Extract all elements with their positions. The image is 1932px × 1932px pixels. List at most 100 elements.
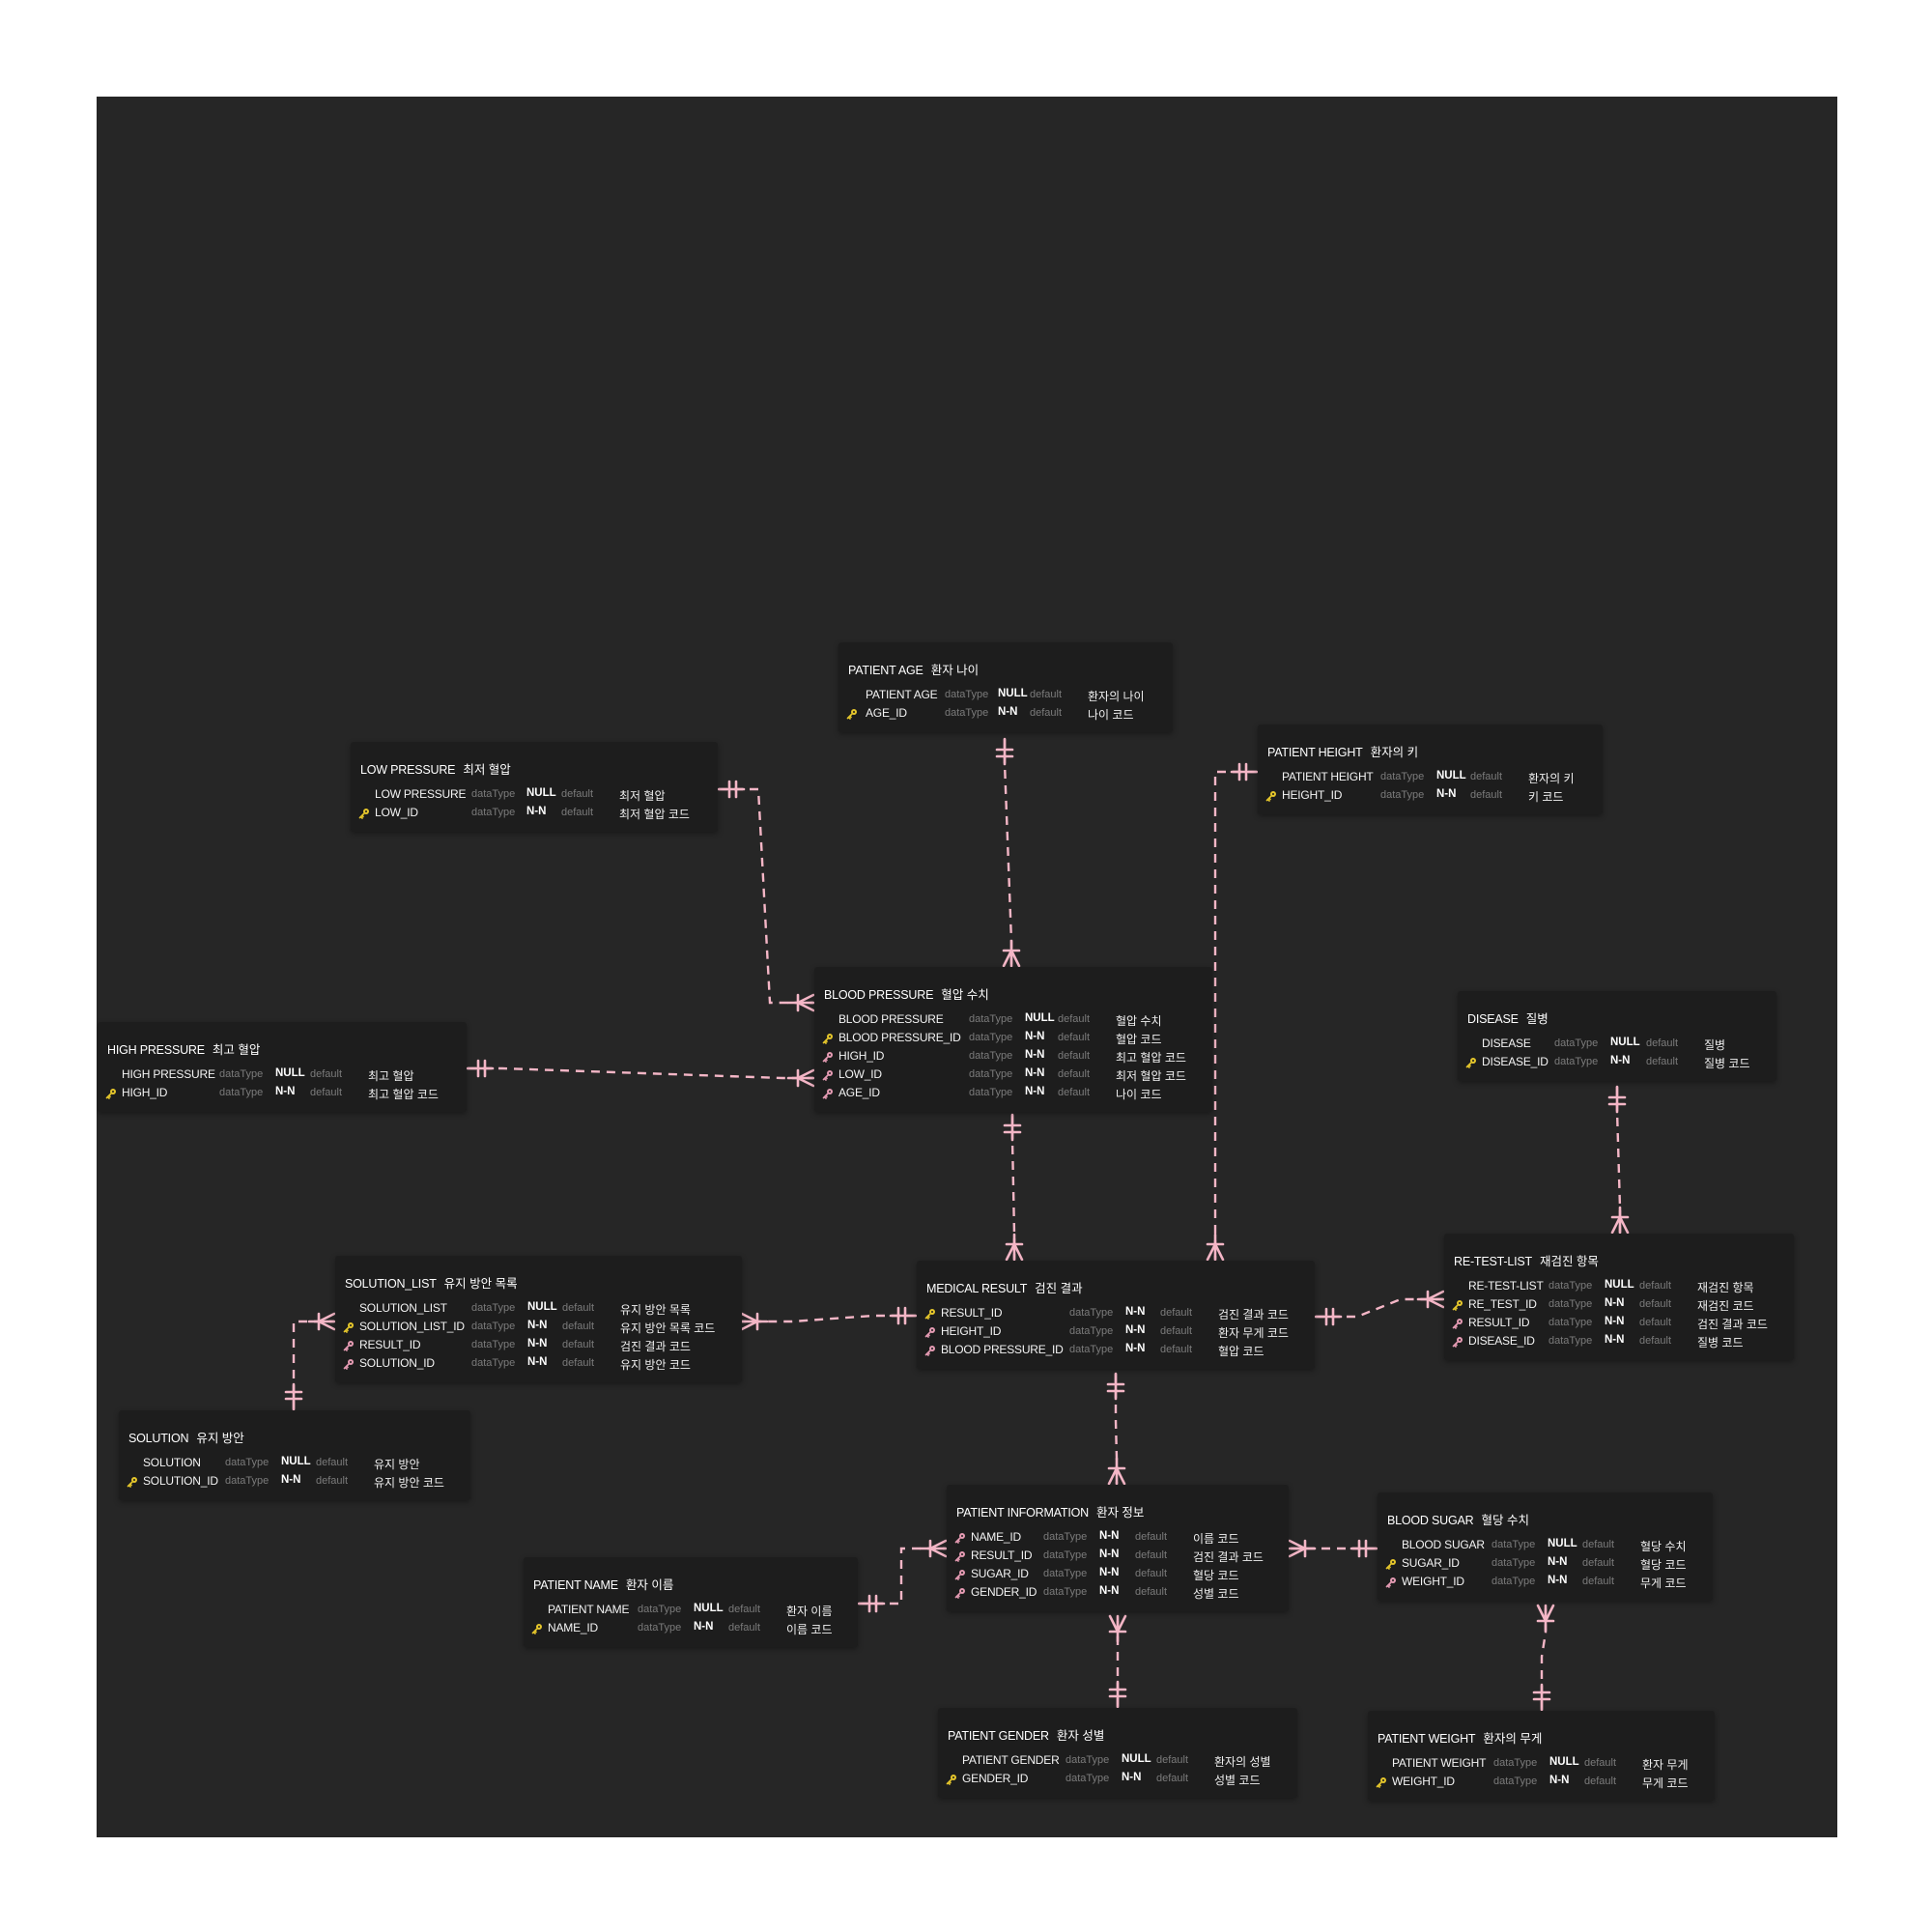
column-default[interactable]: default xyxy=(1030,689,1063,700)
column-comment[interactable]: 최저 혈압 xyxy=(619,789,666,803)
column-nullable[interactable]: N-N xyxy=(1605,1316,1625,1327)
column-default[interactable]: default xyxy=(561,788,594,800)
table-header[interactable]: PATIENT GENDER 환자 성별 xyxy=(938,1708,1297,1751)
column-name[interactable]: PATIENT AGE xyxy=(866,688,938,701)
table-name[interactable]: RE-TEST-LIST xyxy=(1454,1255,1532,1268)
table-name[interactable]: PATIENT GENDER xyxy=(948,1729,1049,1743)
column-name[interactable]: BLOOD PRESSURE_ID xyxy=(941,1343,1064,1356)
column-default[interactable]: default xyxy=(562,1357,595,1369)
table-comment[interactable]: 환자 성별 xyxy=(1056,1729,1105,1743)
column-nullable[interactable]: NULL xyxy=(281,1456,311,1467)
column-nullable[interactable]: N-N xyxy=(1548,1575,1568,1586)
table-comment[interactable]: 혈당 수치 xyxy=(1481,1514,1529,1527)
column-default[interactable]: default xyxy=(1135,1531,1168,1543)
column-nullable[interactable]: N-N xyxy=(1099,1530,1120,1542)
column-default[interactable]: default xyxy=(1646,1037,1679,1049)
column-comment[interactable]: 질병 코드 xyxy=(1704,1057,1750,1070)
column-nullable[interactable]: NULL xyxy=(1122,1753,1151,1765)
column-nullable[interactable]: N-N xyxy=(1548,1556,1568,1568)
column-comment[interactable]: 환자의 성별 xyxy=(1214,1755,1271,1769)
column-datatype[interactable]: dataType xyxy=(1380,771,1425,782)
table-name[interactable]: SOLUTION xyxy=(128,1432,189,1445)
column-name[interactable]: DISEASE xyxy=(1482,1037,1531,1050)
column-nullable[interactable]: N-N xyxy=(527,1320,548,1331)
column-comment[interactable]: 유지 방안 xyxy=(374,1458,420,1471)
column-datatype[interactable]: dataType xyxy=(1548,1280,1593,1292)
table-name[interactable]: DISEASE xyxy=(1467,1012,1519,1026)
table-comment[interactable]: 질병 xyxy=(1525,1012,1548,1026)
table-comment[interactable]: 환자 정보 xyxy=(1095,1506,1145,1520)
column-nullable[interactable]: NULL xyxy=(526,787,556,799)
column-comment[interactable]: 혈압 코드 xyxy=(1116,1033,1162,1046)
column-datatype[interactable]: dataType xyxy=(1493,1757,1538,1769)
column-name[interactable]: SOLUTION_LIST xyxy=(359,1301,447,1315)
column-nullable[interactable]: N-N xyxy=(1610,1055,1631,1066)
column-name[interactable]: HIGH PRESSURE xyxy=(122,1067,215,1081)
column-comment[interactable]: 혈압 수치 xyxy=(1116,1014,1162,1028)
column-comment[interactable]: 혈당 코드 xyxy=(1640,1558,1687,1572)
column-name[interactable]: BLOOD PRESSURE_ID xyxy=(838,1031,961,1044)
column-comment[interactable]: 최고 혈압 코드 xyxy=(1116,1051,1186,1065)
column-nullable[interactable]: N-N xyxy=(1099,1548,1120,1560)
column-nullable[interactable]: N-N xyxy=(1125,1306,1146,1318)
column-nullable[interactable]: N-N xyxy=(527,1338,548,1350)
column-default[interactable]: default xyxy=(1058,1032,1091,1043)
column-nullable[interactable]: N-N xyxy=(1605,1297,1625,1309)
column-name[interactable]: PATIENT NAME xyxy=(548,1603,630,1616)
column-nullable[interactable]: NULL xyxy=(1548,1538,1577,1549)
column-name[interactable]: SOLUTION_ID xyxy=(143,1474,218,1488)
column-name[interactable]: BLOOD PRESSURE xyxy=(838,1012,944,1026)
column-comment[interactable]: 검진 결과 코드 xyxy=(1193,1550,1264,1564)
column-name[interactable]: SOLUTION_LIST_ID xyxy=(359,1320,465,1333)
column-nullable[interactable]: NULL xyxy=(1605,1279,1634,1291)
column-datatype[interactable]: dataType xyxy=(471,1321,516,1332)
column-default[interactable]: default xyxy=(1160,1307,1193,1319)
column-datatype[interactable]: dataType xyxy=(1380,789,1425,801)
column-default[interactable]: default xyxy=(562,1321,595,1332)
column-comment[interactable]: 나이 코드 xyxy=(1088,708,1134,722)
column-default[interactable]: default xyxy=(1058,1087,1091,1098)
column-datatype[interactable]: dataType xyxy=(969,1032,1013,1043)
column-comment[interactable]: 유지 방안 목록 xyxy=(620,1303,691,1317)
column-default[interactable]: default xyxy=(310,1068,343,1080)
column-comment[interactable]: 성별 코드 xyxy=(1214,1774,1261,1787)
column-comment[interactable]: 검진 결과 코드 xyxy=(620,1340,691,1353)
column-name[interactable]: RESULT_ID xyxy=(971,1548,1033,1562)
column-nullable[interactable]: N-N xyxy=(1605,1334,1625,1346)
column-comment[interactable]: 혈당 수치 xyxy=(1640,1540,1687,1553)
column-nullable[interactable]: N-N xyxy=(1025,1031,1045,1042)
column-default[interactable]: default xyxy=(1639,1298,1672,1310)
column-datatype[interactable]: dataType xyxy=(1069,1307,1114,1319)
column-name[interactable]: LOW_ID xyxy=(838,1067,882,1081)
column-comment[interactable]: 질병 xyxy=(1704,1038,1726,1052)
column-datatype[interactable]: dataType xyxy=(969,1068,1013,1080)
column-datatype[interactable]: dataType xyxy=(1069,1344,1114,1355)
column-name[interactable]: DISEASE_ID xyxy=(1468,1334,1535,1348)
column-name[interactable]: BLOOD SUGAR xyxy=(1402,1538,1485,1551)
table-name[interactable]: HIGH PRESSURE xyxy=(107,1043,205,1057)
column-datatype[interactable]: dataType xyxy=(471,807,516,818)
column-nullable[interactable]: N-N xyxy=(1125,1343,1146,1354)
column-datatype[interactable]: dataType xyxy=(638,1604,682,1615)
column-datatype[interactable]: dataType xyxy=(969,1013,1013,1025)
